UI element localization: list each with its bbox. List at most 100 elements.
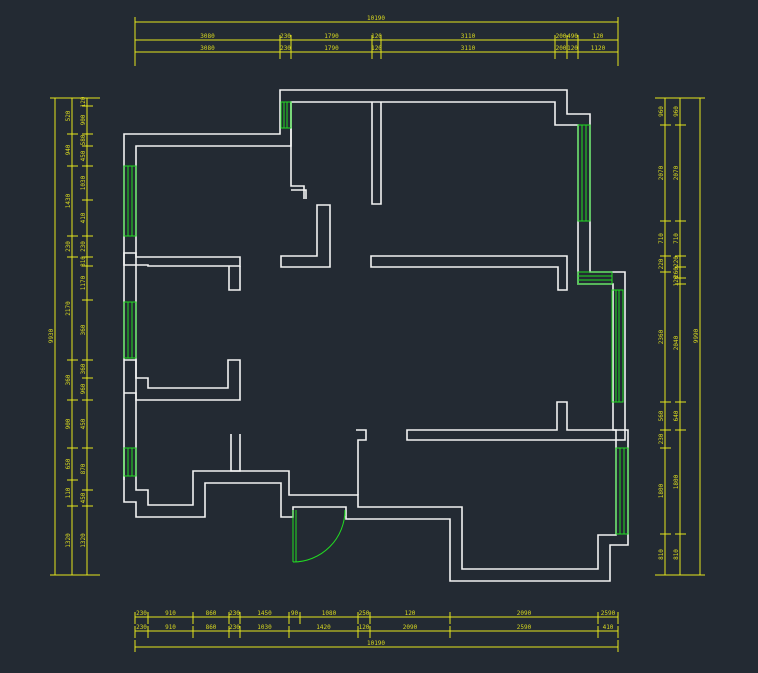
dimension-label: 220 bbox=[673, 256, 680, 267]
dimension-label: 860 bbox=[206, 610, 217, 617]
dimension-label: 120 bbox=[567, 45, 578, 52]
dimension-label: 1450 bbox=[257, 610, 272, 617]
dimension-label: 2590 bbox=[601, 610, 616, 617]
dimension-label: 900 bbox=[80, 114, 87, 125]
dimension-label: 490 bbox=[567, 33, 578, 40]
dimension-label: 410 bbox=[80, 212, 87, 223]
dimension-label: 2590 bbox=[517, 624, 532, 631]
dimension-label: 230 bbox=[658, 433, 665, 444]
dimension-label: 2070 bbox=[673, 165, 680, 180]
dimension-label: 810 bbox=[80, 256, 87, 267]
dimension-label: 1320 bbox=[65, 533, 72, 548]
dimension-label: 450 bbox=[80, 492, 87, 503]
dimension-label: 230 bbox=[65, 241, 72, 252]
dimension-label: 1790 bbox=[324, 45, 339, 52]
dimension-label: 2040 bbox=[673, 335, 680, 350]
partition-wall bbox=[406, 401, 626, 441]
dimension-label: 1170 bbox=[80, 275, 87, 290]
dimension-label: 1800 bbox=[658, 483, 665, 498]
dimension-label: 90 bbox=[291, 610, 299, 617]
dimension-label: 360 bbox=[65, 374, 72, 385]
partition-wall bbox=[291, 189, 307, 199]
window bbox=[611, 289, 624, 403]
dimension-label: 450 bbox=[80, 418, 87, 429]
windows-and-door bbox=[123, 101, 629, 563]
dimension-label: 710 bbox=[658, 233, 665, 244]
dimension-label: 960 bbox=[673, 106, 680, 117]
partition-wall bbox=[230, 434, 241, 472]
dimension-label: 230 bbox=[136, 610, 147, 617]
dimension-label: 250 bbox=[359, 610, 370, 617]
dimension-label: 960 bbox=[80, 383, 87, 394]
inner-wall bbox=[135, 101, 617, 570]
dimension-label: 260 bbox=[673, 267, 680, 278]
dimension-label: 10190 bbox=[367, 15, 385, 22]
dimension-label: 810 bbox=[673, 549, 680, 560]
partition-wall bbox=[123, 252, 241, 267]
dimension-label: 3110 bbox=[461, 33, 476, 40]
dimension-label: 230 bbox=[80, 241, 87, 252]
window bbox=[615, 447, 629, 535]
entry-door-swing bbox=[292, 509, 346, 563]
closet-wall bbox=[280, 204, 331, 268]
dimension-label: 2090 bbox=[517, 610, 532, 617]
dimension-label: 1030 bbox=[257, 624, 272, 631]
dimension-label: 200 bbox=[556, 33, 567, 40]
partition-wall bbox=[228, 266, 241, 291]
dimension-label: 520 bbox=[65, 110, 72, 121]
dimension-label: 220 bbox=[658, 258, 665, 269]
window bbox=[280, 101, 292, 129]
window bbox=[123, 301, 137, 359]
partition-wall bbox=[371, 102, 382, 205]
dimension-label: 230 bbox=[229, 610, 240, 617]
dimension-label: 120 bbox=[405, 610, 416, 617]
dimension-label: 910 bbox=[165, 610, 176, 617]
dimension-label: 120 bbox=[359, 624, 370, 631]
dimension-label: 1080 bbox=[322, 610, 337, 617]
dimension-label: 410 bbox=[603, 624, 614, 631]
dimension-label: 120 bbox=[673, 275, 680, 286]
dimension-label: 120 bbox=[371, 33, 382, 40]
dimension-label: 230 bbox=[136, 624, 147, 631]
dimension-label: 230 bbox=[280, 45, 291, 52]
outer-wall bbox=[123, 89, 629, 582]
dimension-label: 910 bbox=[165, 624, 176, 631]
dimension-label: 360 bbox=[80, 363, 87, 374]
partition-wall bbox=[124, 359, 241, 401]
dimension-label: 900 bbox=[65, 418, 72, 429]
dimension-label: 200 bbox=[556, 45, 567, 52]
dimension-label: 2090 bbox=[403, 624, 418, 631]
dimension-label: 640 bbox=[673, 410, 680, 421]
dimension-label: 3080 bbox=[200, 33, 215, 40]
dimension-label: 1800 bbox=[673, 474, 680, 489]
dimension-label: 450 bbox=[80, 150, 87, 161]
dimension-label: 110 bbox=[65, 487, 72, 498]
window bbox=[123, 447, 137, 477]
partition-wall bbox=[356, 429, 367, 495]
dimension-label: 9930 bbox=[48, 328, 55, 343]
dimension-label: 710 bbox=[673, 233, 680, 244]
dimension-label: 120 bbox=[371, 45, 382, 52]
dimension-label: 860 bbox=[206, 624, 217, 631]
dimension-label: 580 bbox=[80, 134, 87, 145]
dimension-label: 3110 bbox=[461, 45, 476, 52]
partition-wall bbox=[290, 102, 305, 199]
dimension-label: 230 bbox=[229, 624, 240, 631]
window bbox=[123, 165, 137, 237]
partition-wall bbox=[370, 255, 568, 291]
dimension-label: 360 bbox=[80, 324, 87, 335]
dimension-label: 1030 bbox=[80, 175, 87, 190]
window bbox=[577, 271, 613, 285]
dimension-label: 810 bbox=[658, 549, 665, 560]
dimension-label: 1320 bbox=[80, 533, 87, 548]
dimension-label: 2070 bbox=[658, 165, 665, 180]
dimension-label: 2170 bbox=[65, 301, 72, 316]
dimension-label: 9990 bbox=[693, 328, 700, 343]
dimension-label: 960 bbox=[658, 106, 665, 117]
dimension-label: 940 bbox=[65, 144, 72, 155]
dimension-label: 120 bbox=[593, 33, 604, 40]
floor-plan-walls bbox=[123, 89, 629, 582]
dimension-label: 1420 bbox=[316, 624, 331, 631]
